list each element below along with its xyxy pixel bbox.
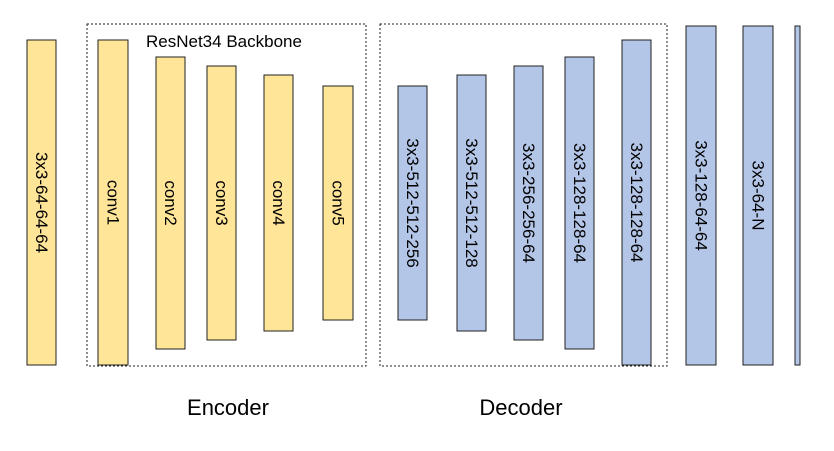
block-dec5: 3x3-128-128-64 [621,39,652,366]
block-dec4-rect [564,56,595,350]
block-dec4-label: 3x3-128-128-64 [570,143,589,263]
block-dec1-label: 3x3-512-512-256 [403,138,422,267]
block-conv5-label: conv5 [329,180,348,225]
encoder-label: Encoder [187,395,269,420]
backbone-title: ResNet34 Backbone [146,32,302,51]
block-dec3-label: 3x3-256-256-64 [519,143,538,263]
block-conv1-label: conv1 [104,180,123,225]
block-stem-label: 3x3-64-64-64 [32,152,51,253]
block-conv4: conv4 [263,74,294,332]
block-stem: 3x3-64-64-64 [26,39,57,366]
block-dec4: 3x3-128-128-64 [564,56,595,350]
block-conv3-label: conv3 [212,180,231,225]
block-head1-rect [685,25,717,366]
block-head2-label: 3x3-64-N [749,161,768,231]
block-conv1-rect [97,39,129,366]
block-stem-rect [26,39,57,366]
block-dec5-rect [621,39,652,366]
encoder-group-box [86,23,367,367]
block-conv2: conv2 [155,56,186,350]
block-dec3: 3x3-256-256-64 [513,65,544,341]
block-conv2-rect [155,56,186,350]
block-conv3: conv3 [206,65,237,341]
block-dec2: 3x3-512-512-128 [456,74,487,332]
block-dec1: 3x3-512-512-256 [397,85,428,321]
block-conv2-label: conv2 [161,180,180,225]
block-head1: 3x3-128-64-64 [685,25,717,366]
block-conv5: conv5 [322,85,354,321]
block-head1-label: 3x3-128-64-64 [692,140,711,251]
block-conv4-label: conv4 [269,180,288,225]
block-head2: 3x3-64-N [742,25,774,366]
block-head2-rect [742,25,774,366]
block-dec2-rect [456,74,487,332]
block-dec5-label: 3x3-128-128-64 [627,142,646,262]
block-dec1-rect [397,85,428,321]
block-dec3-rect [513,65,544,341]
decoder-group-box [379,23,668,367]
block-conv3-rect [206,65,237,341]
block-output-sliver [794,25,801,366]
block-conv4-rect [263,74,294,332]
block-conv1: conv1 [97,39,129,366]
block-dec2-label: 3x3-512-512-128 [462,138,481,267]
block-conv5-rect [322,85,354,321]
decoder-label: Decoder [479,395,562,420]
